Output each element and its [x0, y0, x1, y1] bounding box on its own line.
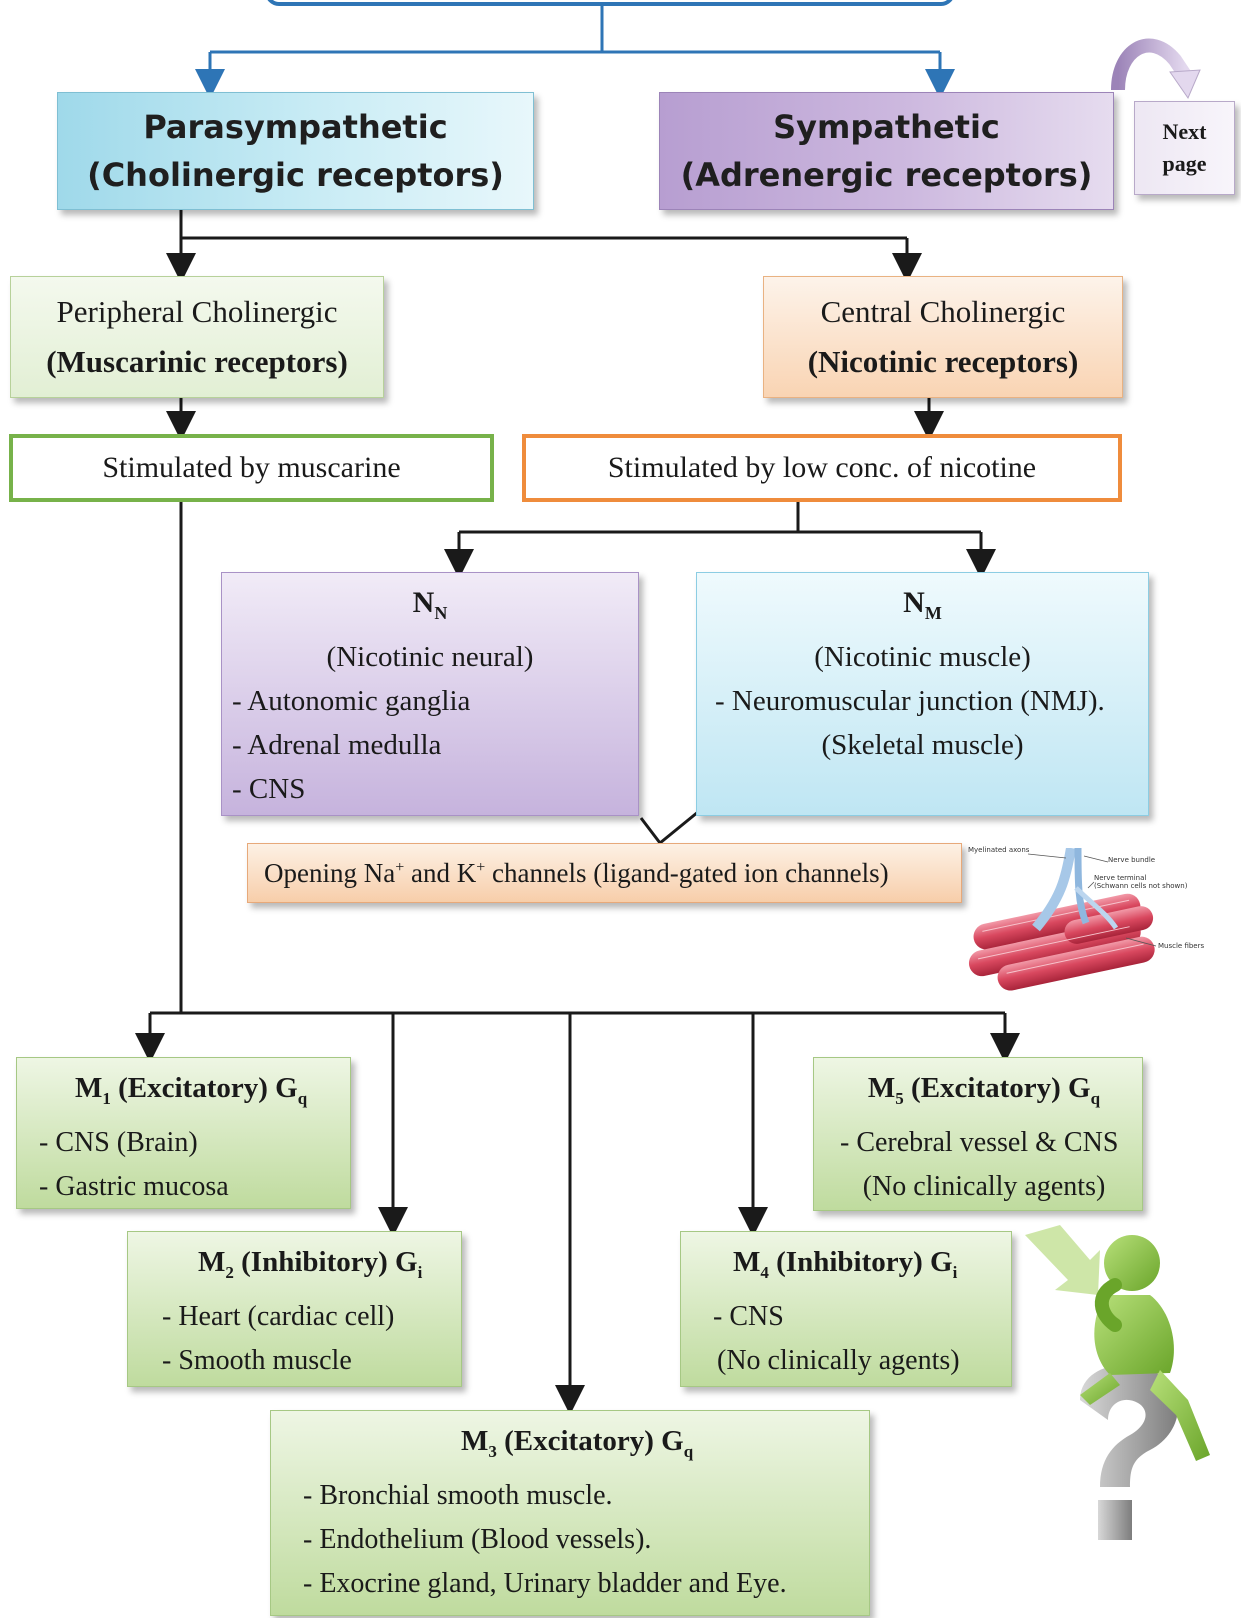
myelinated-axons-label: Myelinated axons	[968, 846, 1030, 854]
parasympathetic-subtitle: (Cholinergic receptors)	[87, 156, 504, 194]
muscarinic-receptors-label: (Muscarinic receptors)	[46, 344, 348, 379]
m4-item: - CNS	[713, 1300, 784, 1332]
m2-receptor-box: M2 (Inhibitory) Gi - Heart (cardiac cell…	[127, 1231, 462, 1387]
schwann-cells-note: (Schwann cells not shown)	[1094, 882, 1188, 890]
nn-name: (Nicotinic neural)	[326, 641, 534, 673]
m4-receptor-box: M4 (Inhibitory) Gi - CNS (No clinically …	[680, 1231, 1012, 1387]
next-page-label-line1: Next	[1162, 119, 1207, 144]
next-page-label-line2: page	[1162, 151, 1207, 176]
m3-receptor-box: M3 (Excitatory) Gq - Bronchial smooth mu…	[270, 1410, 870, 1616]
nerve-bundle-label: Nerve bundle	[1108, 856, 1156, 864]
m1-item: - CNS (Brain)	[39, 1126, 198, 1158]
peripheral-cholinergic-box: Peripheral Cholinergic (Muscarinic recep…	[10, 276, 384, 398]
m2-title: M2 (Inhibitory) Gi	[198, 1246, 423, 1282]
m3-item: - Exocrine gland, Urinary bladder and Ey…	[303, 1567, 787, 1599]
next-page-button[interactable]: Next page	[1134, 101, 1235, 195]
nn-item: - CNS	[232, 773, 306, 805]
ion-channels-box: Opening Na+ and K+ channels (ligand-gate…	[247, 843, 962, 903]
nm-title: NM	[903, 586, 942, 623]
nm-name: (Nicotinic muscle)	[814, 641, 1031, 673]
m1-receptor-box: M1 (Excitatory) Gq - CNS (Brain) - Gastr…	[16, 1057, 351, 1209]
sympathetic-title: Sympathetic	[773, 108, 1000, 146]
nm-item: (Skeletal muscle)	[821, 729, 1024, 761]
m5-item: (No clinically agents)	[862, 1170, 1106, 1202]
peripheral-cholinergic-title: Peripheral Cholinergic	[56, 294, 338, 329]
nn-title: NN	[412, 586, 448, 623]
m1-title: M1 (Excitatory) Gq	[75, 1072, 308, 1108]
m3-item: - Endothelium (Blood vessels).	[303, 1523, 652, 1555]
nn-item: - Autonomic ganglia	[232, 685, 471, 717]
nerve-terminal-label: Nerve terminal	[1094, 874, 1147, 882]
stimulated-by-muscarine-box: Stimulated by muscarine	[9, 434, 494, 502]
nn-item: - Adrenal medulla	[232, 729, 442, 761]
central-cholinergic-title: Central Cholinergic	[820, 294, 1066, 329]
stimulated-by-nicotine-text: Stimulated by low conc. of nicotine	[607, 451, 1037, 484]
m1-item: - Gastric mucosa	[39, 1170, 229, 1202]
m4-item: (No clinically agents)	[717, 1344, 960, 1376]
stimulated-by-nicotine-box: Stimulated by low conc. of nicotine	[522, 434, 1122, 502]
central-cholinergic-box: Central Cholinergic (Nicotinic receptors…	[763, 276, 1123, 398]
nicotinic-neural-box: NN (Nicotinic neural) - Autonomic gangli…	[221, 572, 639, 816]
m2-item: - Smooth muscle	[162, 1344, 352, 1376]
nm-item: - Neuromuscular junction (NMJ).	[715, 685, 1105, 717]
m4-title: M4 (Inhibitory) Gi	[733, 1246, 958, 1282]
neuromuscular-junction-illustration: Myelinated axons Nerve bundle Nerve term…	[966, 846, 1241, 993]
thinking-figure-question-mark-icon	[1020, 1225, 1241, 1555]
autonomic-root-box	[265, 0, 955, 6]
blue-split-connector	[195, 6, 955, 99]
m5-item: - Cerebral vessel & CNS	[840, 1126, 1119, 1158]
ion-channels-text: Opening Na+ and K+ channels (ligand-gate…	[264, 857, 889, 888]
next-page-curved-arrow	[1111, 38, 1191, 91]
sympathetic-box: Sympathetic (Adrenergic receptors)	[659, 92, 1114, 210]
parasympathetic-title: Parasympathetic	[143, 108, 448, 146]
stimulated-by-muscarine-text: Stimulated by muscarine	[102, 451, 401, 484]
m5-title: M5 (Excitatory) Gq	[867, 1072, 1101, 1108]
m2-item: - Heart (cardiac cell)	[162, 1300, 395, 1332]
parasympathetic-box: Parasympathetic (Cholinergic receptors)	[57, 92, 534, 210]
muscle-fibers-label: Muscle fibers	[1158, 942, 1205, 950]
m3-item: - Bronchial smooth muscle.	[303, 1479, 613, 1511]
m5-receptor-box: M5 (Excitatory) Gq - Cerebral vessel & C…	[813, 1057, 1143, 1211]
m3-title: M3 (Excitatory) Gq	[461, 1425, 694, 1461]
nicotinic-receptors-label: (Nicotinic receptors)	[807, 344, 1079, 379]
sympathetic-subtitle: (Adrenergic receptors)	[680, 156, 1093, 194]
nicotinic-muscle-box: NM (Nicotinic muscle) - Neuromuscular ju…	[696, 572, 1149, 816]
